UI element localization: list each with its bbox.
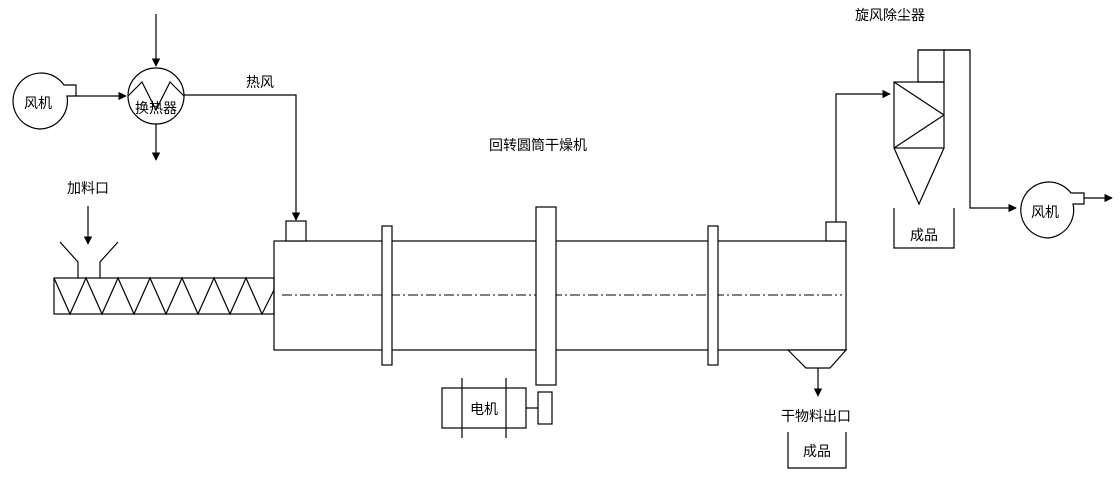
exhaust-nozzle xyxy=(825,221,847,242)
hot-air-label: 热风 xyxy=(246,75,274,91)
product-cyclone-label: 成品 xyxy=(910,228,938,244)
cyclone-bin xyxy=(893,208,955,249)
fan-right: 风机 xyxy=(1020,181,1085,239)
feed-port-label: 加料口 xyxy=(67,181,109,197)
fan-left: 风机 xyxy=(12,72,77,130)
riding-ring-left xyxy=(381,225,393,366)
hot-air-inlet-nozzle xyxy=(285,220,307,242)
cyclone-label: 旋风除尘器 xyxy=(855,8,925,24)
girth-gear xyxy=(535,206,557,386)
fan-left-label: 风机 xyxy=(24,96,52,112)
screw-conveyor xyxy=(53,276,275,316)
dryer-drum xyxy=(273,240,847,351)
dry-outlet-label: 干物料出口 xyxy=(781,409,851,425)
feed-hopper xyxy=(59,241,119,278)
hot-air-line xyxy=(184,94,301,221)
cyclone-separator xyxy=(893,49,945,206)
dryer-title: 回转圆筒干燥机 xyxy=(489,137,587,154)
fan-right-label: 风机 xyxy=(1031,205,1059,221)
product-bin-bottom xyxy=(787,432,847,469)
discharge-hopper xyxy=(786,349,848,369)
heat-exchanger: 换热器 xyxy=(127,67,185,125)
heat-exchanger-label: 换热器 xyxy=(135,100,177,117)
exhaust-line xyxy=(835,89,891,222)
cyclone-outlet-line xyxy=(918,49,1017,213)
motor-label: 电机 xyxy=(470,402,498,418)
product-bottom-label: 成品 xyxy=(803,444,831,460)
motor: 电机 xyxy=(441,378,553,438)
riding-ring-right xyxy=(707,225,719,366)
